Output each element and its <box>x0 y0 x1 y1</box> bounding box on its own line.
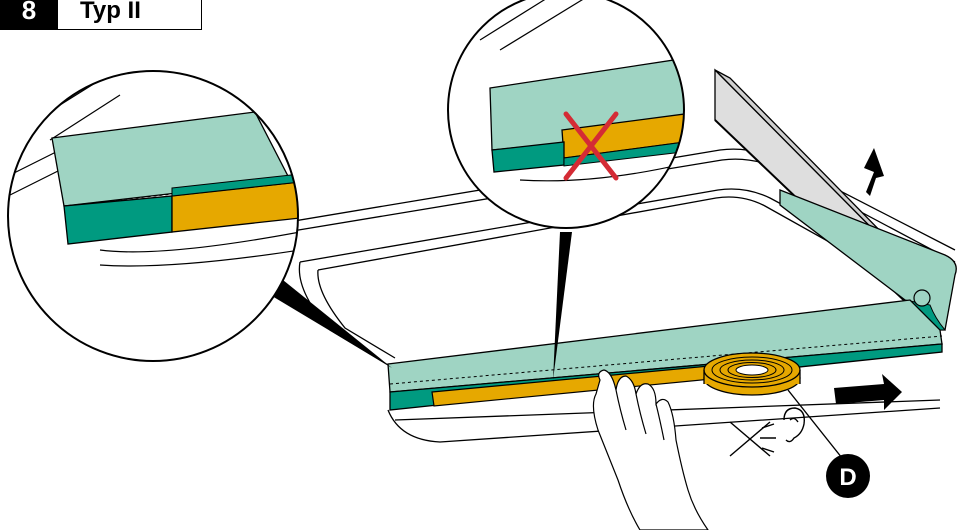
step-number: 8 <box>0 0 58 30</box>
wrong-cross-icon <box>563 111 619 181</box>
step-title: Typ II <box>58 0 202 30</box>
no-sound-icon <box>729 407 805 457</box>
callout-line <box>787 389 843 459</box>
marker-label: D <box>839 464 856 491</box>
arrow-up-icon <box>864 148 884 196</box>
hand-icon <box>592 369 709 530</box>
callout-marker-d: D <box>826 454 870 498</box>
step-header: 8 Typ II <box>0 0 202 30</box>
pointer-top <box>553 232 572 380</box>
magnifier-wrong <box>447 0 685 229</box>
magnifier-correct <box>7 70 299 362</box>
seal-front <box>387 299 943 411</box>
tape-roll-icon <box>703 352 801 396</box>
arrow-right-icon <box>834 374 902 410</box>
pointer-left <box>262 276 392 368</box>
